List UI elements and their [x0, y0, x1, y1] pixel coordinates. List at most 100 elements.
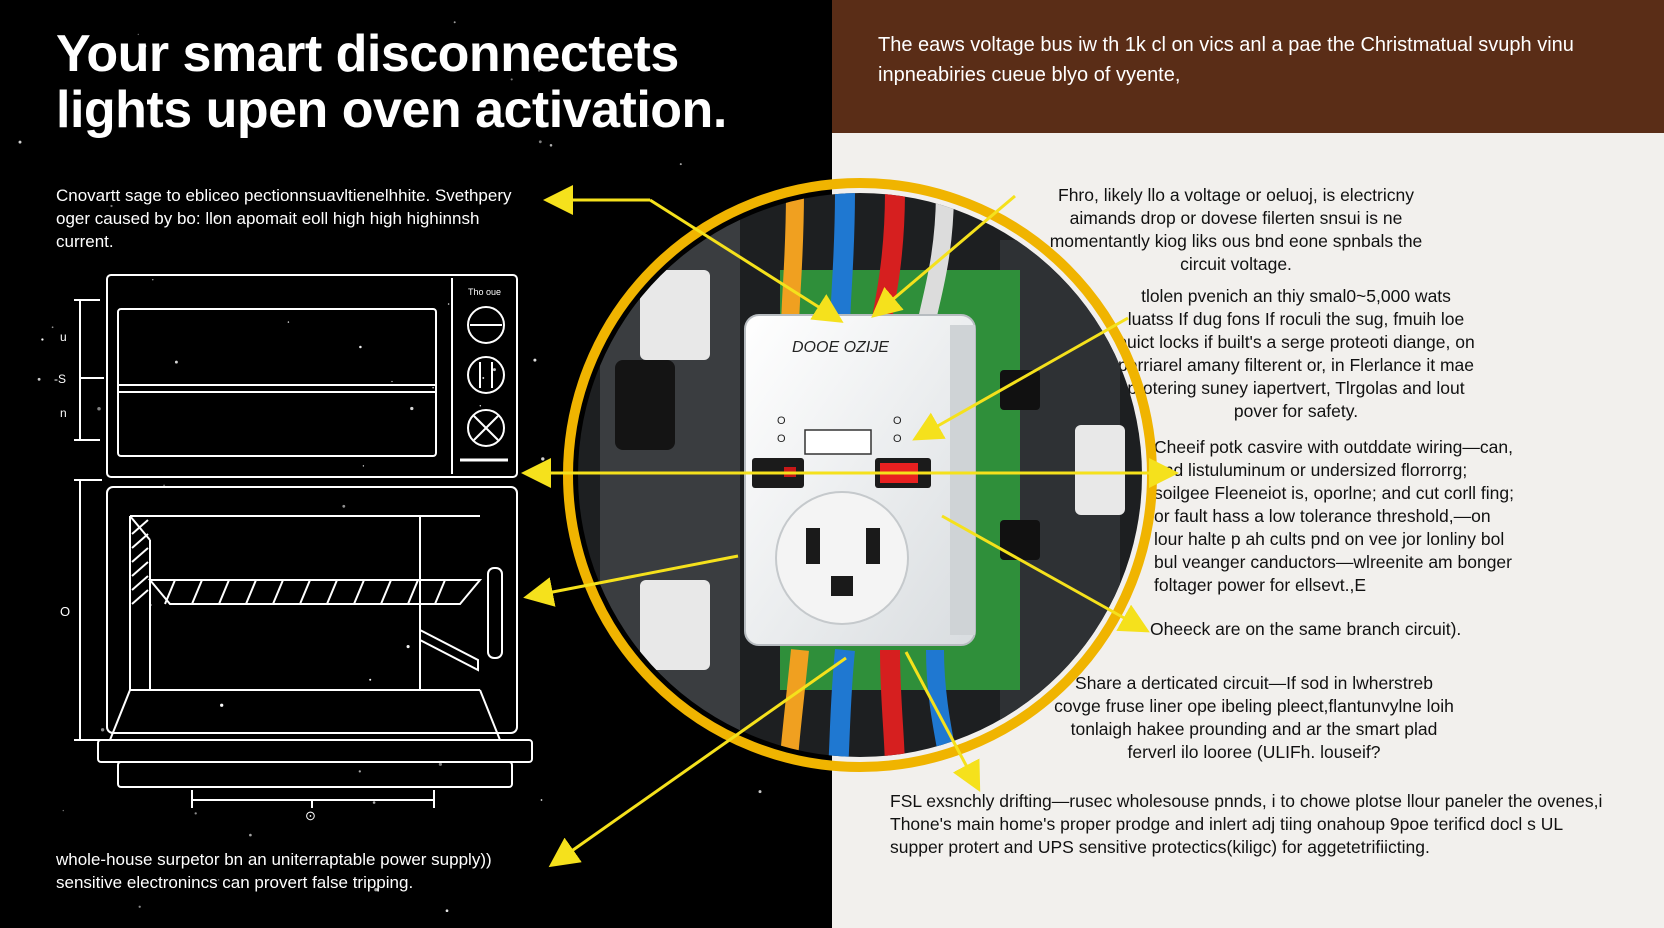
page-title: Your smart disconnectets lights upen ove… [56, 25, 727, 139]
arrow [523, 554, 739, 607]
oven-rack-bar [353, 579, 365, 605]
star [62, 809, 64, 812]
star [492, 368, 496, 372]
oven-wall-hatch [131, 589, 149, 605]
callout-arrows [521, 185, 1179, 868]
star [410, 406, 414, 411]
star [362, 465, 365, 467]
star [369, 678, 372, 681]
device-symbol: O [893, 415, 902, 427]
oven-panel-label: Tho oue [468, 287, 501, 297]
right-text-6: FSL exsnchly drifting—rusec wholesouse p… [890, 791, 1603, 857]
star [18, 140, 22, 144]
star [537, 69, 541, 72]
oven-rack-bar [434, 579, 446, 605]
star [510, 78, 513, 81]
oven-rack-bar [191, 579, 203, 605]
star [142, 44, 147, 48]
outlet-face [775, 491, 909, 625]
oven-wall-hatch [131, 533, 149, 549]
oven-side-label: -S [54, 372, 66, 386]
oven-side-label: O [60, 604, 70, 619]
star [37, 377, 41, 381]
star [758, 790, 762, 794]
oven-drawing: Tho oue u -S n O ⊙ [54, 274, 533, 823]
star [647, 124, 650, 127]
right-text-4: Oheeck are on the same branch circuit). [1150, 619, 1462, 639]
star [540, 799, 543, 801]
oven-rack-bar [164, 579, 176, 605]
oven-wall-hatch [131, 561, 149, 577]
star [358, 770, 361, 773]
star [391, 380, 393, 383]
star [406, 645, 410, 649]
device-label: DOOE OZIJE [792, 339, 889, 356]
knob-icon [467, 356, 505, 394]
oven-bottom-marker: ⊙ [305, 808, 316, 823]
star [549, 144, 553, 147]
star [152, 279, 154, 281]
star [194, 812, 197, 815]
starfield [18, 21, 788, 913]
star [138, 905, 141, 908]
star [97, 406, 101, 411]
star [249, 833, 252, 837]
arrow [548, 656, 847, 868]
star [447, 303, 450, 305]
star [41, 338, 44, 341]
oven-door-handle [487, 567, 503, 659]
star [174, 360, 178, 364]
right-panel: The eaws voltage bus iw th 1k cl on vics… [832, 0, 1664, 928]
star [359, 345, 362, 349]
star [100, 728, 105, 732]
oven-rack-bar [380, 579, 392, 605]
star [538, 140, 542, 144]
right-text-5: Share a derticated circuit—If sod in lwh… [1054, 673, 1454, 762]
arrow [912, 316, 1129, 441]
oven-rack-bar [299, 579, 311, 605]
upper-oven-window [117, 308, 437, 457]
right-text-1: Fhro, likely llo a voltage or oeluoj, is… [1049, 185, 1423, 274]
star [287, 321, 290, 323]
star [215, 216, 218, 220]
star [163, 484, 166, 487]
knob-icon [467, 409, 505, 447]
star [220, 703, 224, 707]
upper-oven-body [106, 274, 518, 478]
right-text-2: tlolen pvenich an thiy smal0~5,000 wats … [1117, 286, 1475, 421]
right-text-3: Cheeif potk casvire with outddate wiring… [1154, 437, 1514, 595]
star [359, 67, 363, 72]
star [404, 46, 407, 49]
star [533, 358, 537, 362]
banner-text: The eaws voltage bus iw th 1k cl on vics… [878, 34, 1574, 86]
arrow [941, 514, 1150, 633]
star [218, 879, 220, 881]
device-symbol: O [893, 433, 902, 445]
star [432, 387, 434, 389]
star [482, 377, 485, 379]
device-symbol: O [777, 415, 786, 427]
star [445, 909, 449, 913]
oven-wall-hatch [131, 547, 149, 563]
knob-icon [467, 306, 505, 344]
oven-rack-bar [407, 579, 419, 605]
star [438, 762, 443, 766]
oven-wall-hatch [131, 575, 149, 591]
star [374, 888, 378, 892]
arrow [904, 651, 981, 792]
star [51, 326, 54, 329]
arrow [871, 194, 1016, 318]
oven-side-label: n [60, 406, 67, 420]
star [679, 163, 682, 166]
oven-rack-bar [272, 579, 284, 605]
oven-side-label: u [60, 330, 67, 344]
star [372, 801, 376, 804]
star [137, 33, 139, 36]
oven-rack-bar [218, 579, 230, 605]
arrow [649, 198, 844, 323]
star [342, 504, 346, 508]
star [110, 204, 113, 208]
star [479, 405, 482, 407]
left-bottom-text: whole-house surpetor bn an uniterraptabl… [56, 850, 492, 892]
